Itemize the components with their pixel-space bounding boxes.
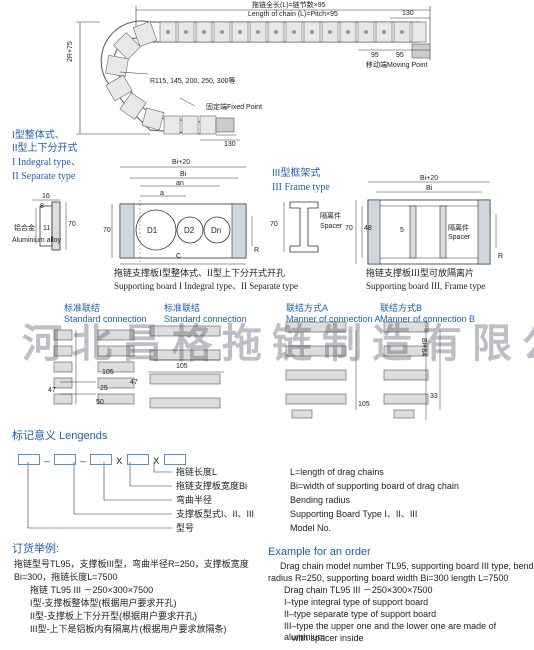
- code-x2: X: [153, 456, 160, 466]
- spacer-label-cn: 隔离件: [320, 213, 341, 220]
- frame2-r: R: [498, 253, 504, 260]
- order-en-line5: II–type separate type of support board: [284, 609, 437, 619]
- order-en-title: Example for an order: [268, 546, 371, 558]
- order-cn-line1: 拖链型号TL95，支撑板III型，弯曲半径R=250，支撑板宽度: [14, 559, 249, 569]
- legend-item-type-cn: 支撑板型式I、II、III: [176, 509, 255, 519]
- alloy-label-cn: 铝合金: [14, 225, 35, 232]
- legend-code-boxes: – – X X: [18, 451, 186, 469]
- conn-dim-105a: 105: [102, 369, 114, 376]
- alloy-label-en: Aluminium alloy: [12, 237, 62, 244]
- frame1-d1: D1: [147, 226, 158, 235]
- frame2-h48: 48: [364, 225, 372, 232]
- frame1-d2: D2: [184, 226, 195, 235]
- conn-dim-47a: 47: [48, 387, 56, 394]
- type3-title-en: III Frame type: [272, 182, 330, 193]
- order-cn-line3: 拖链 TL95 III －250×300×7500: [30, 585, 154, 595]
- legend-item-model-cn: 型号: [176, 523, 195, 533]
- type12-title-en2: II Separate type: [12, 171, 76, 182]
- legend-item-length-cn: 拖链长度L: [176, 467, 218, 477]
- conn-dim-47b: 47: [130, 379, 138, 386]
- dim-130-bottom: 130: [224, 141, 236, 148]
- code-box-model: [18, 454, 40, 466]
- moving-point-label: 移动端Moving Point: [366, 62, 428, 69]
- frame1-an: an: [176, 180, 184, 187]
- frame1-r: R: [254, 247, 260, 254]
- caption1-cn: 拖链支撑板I型整体式、II型上下分开式开孔: [114, 268, 285, 278]
- type12-title-cn2: II型上下分开式: [12, 143, 78, 154]
- type12-title-cn1: I型整体式、: [12, 130, 65, 141]
- type3-profile-h70: 70: [270, 221, 278, 228]
- order-cn-line6: III型-上下是铝板内有隔离片(根据用户要求放隔条): [30, 624, 227, 634]
- caption2-en: Supporting board III, Frame type: [366, 281, 486, 291]
- frame2-bi20: Bi+20: [420, 175, 439, 182]
- legend-item-width-cn: 拖链支撑板宽度Bi: [176, 481, 248, 491]
- profile-dim-11: 11: [43, 225, 51, 232]
- order-en-line1: Drag chain model number TL95, supporting…: [280, 561, 534, 571]
- legend-item-type-en: Supporting Board Type I、II、III: [290, 509, 418, 519]
- dim-95-a: 95: [371, 52, 379, 59]
- order-cn-line2: Bi=300，拖链长度L=7500: [14, 572, 118, 582]
- legend-item-radius-en: Bending radius: [290, 495, 351, 505]
- type12-title-en1: I Indegral type、: [12, 157, 81, 168]
- code-box-radius: [89, 454, 112, 466]
- code-x1: X: [116, 456, 123, 466]
- conn-dim-25: 25: [100, 385, 108, 392]
- code-box-width: [126, 454, 149, 466]
- legends-title: 标记意义 Lengends: [12, 430, 108, 442]
- code-box-type: [53, 454, 76, 466]
- total-length-label-en: Length of chain (L)=Pitch×95: [248, 11, 338, 18]
- code-box-length: [163, 454, 186, 466]
- conn-dim-33: 33: [430, 393, 438, 400]
- conn3-en: Manner of connection A: [286, 314, 381, 324]
- frame1-a: a: [160, 190, 164, 197]
- legend-item-model-en: Model No.: [290, 523, 332, 533]
- radius-label: R115, 145, 200, 250, 300等: [150, 78, 236, 85]
- conn1-en: Standard connection: [64, 314, 147, 324]
- frame1-bi: Bi: [180, 171, 187, 178]
- height-label: 2R+75: [67, 41, 74, 62]
- spacer-small-cn: 隔离件: [448, 225, 469, 232]
- conn2-cn: 标准联结: [164, 303, 201, 313]
- legend-item-width-en: Bi=width of supporting board of drag cha…: [290, 481, 459, 491]
- dim-95-b: 95: [396, 52, 404, 59]
- legend-item-length-en: L=length of drag chains: [290, 467, 384, 477]
- conn4-en: Manner of connection B: [380, 314, 476, 324]
- conn1-cn: 标准联结: [64, 303, 101, 313]
- frame2-bi: Bi: [426, 185, 433, 192]
- conn-dim-50: 50: [96, 399, 104, 406]
- type3-title-cn: III型框架式: [272, 168, 321, 179]
- legend-item-radius-cn: 弯曲半径: [176, 495, 213, 505]
- caption2-cn: 拖链支撑板III型可放隔离片: [366, 268, 474, 278]
- order-en-line3: Drag chain TL95 III －250×300×7500: [284, 585, 433, 595]
- frame1-h70: 70: [103, 227, 111, 234]
- order-en-line4: I–type integral type of support board: [284, 597, 429, 607]
- order-en-line7: with spacer inside: [292, 633, 364, 643]
- profile-dim-8: 8: [40, 203, 44, 210]
- frame2-five: 5: [400, 227, 404, 234]
- frame1-c: C: [176, 253, 182, 260]
- order-en-line2: radius R=250, supporting board width Bi=…: [268, 573, 509, 583]
- dim-130-top: 130: [402, 10, 414, 17]
- spacer-label-en: Spacer: [320, 223, 343, 230]
- order-cn-title: 订货举例:: [12, 543, 60, 555]
- frame2-h70: 70: [345, 225, 353, 232]
- profile-dim-16: 16: [42, 193, 50, 200]
- frame1-dn: Dn: [211, 226, 222, 235]
- profile-height: 70: [68, 221, 76, 228]
- fixed-point-label: 固定端Fixed Point: [206, 104, 263, 111]
- frame1-bi20: Bi+20: [172, 159, 191, 166]
- conn3-cn: 联结方式A: [286, 303, 329, 313]
- conn4-cn: 联结方式B: [380, 303, 423, 313]
- order-cn-line4: I型-支撑板整体型(根据用户要求开孔): [30, 598, 177, 608]
- order-en-line6: III–type the upper one and the lower one…: [284, 621, 497, 642]
- order-cn-line5: II型-支撑板上下分开型(根据用户要求开孔): [30, 611, 197, 621]
- caption1-en: Supporting board I Indegral type、II Sepa…: [114, 281, 298, 291]
- total-length-label-cn: 拖链全长(L)=链节数×95: [252, 2, 326, 9]
- conn-dim-105b: 105: [176, 363, 188, 370]
- conn-dim-105c: 105: [358, 401, 370, 408]
- conn2-en: Standard connection: [164, 314, 247, 324]
- company-watermark: 河北昌格拖链制造有限公司: [22, 321, 534, 366]
- spacer-small-en: Spacer: [448, 234, 471, 241]
